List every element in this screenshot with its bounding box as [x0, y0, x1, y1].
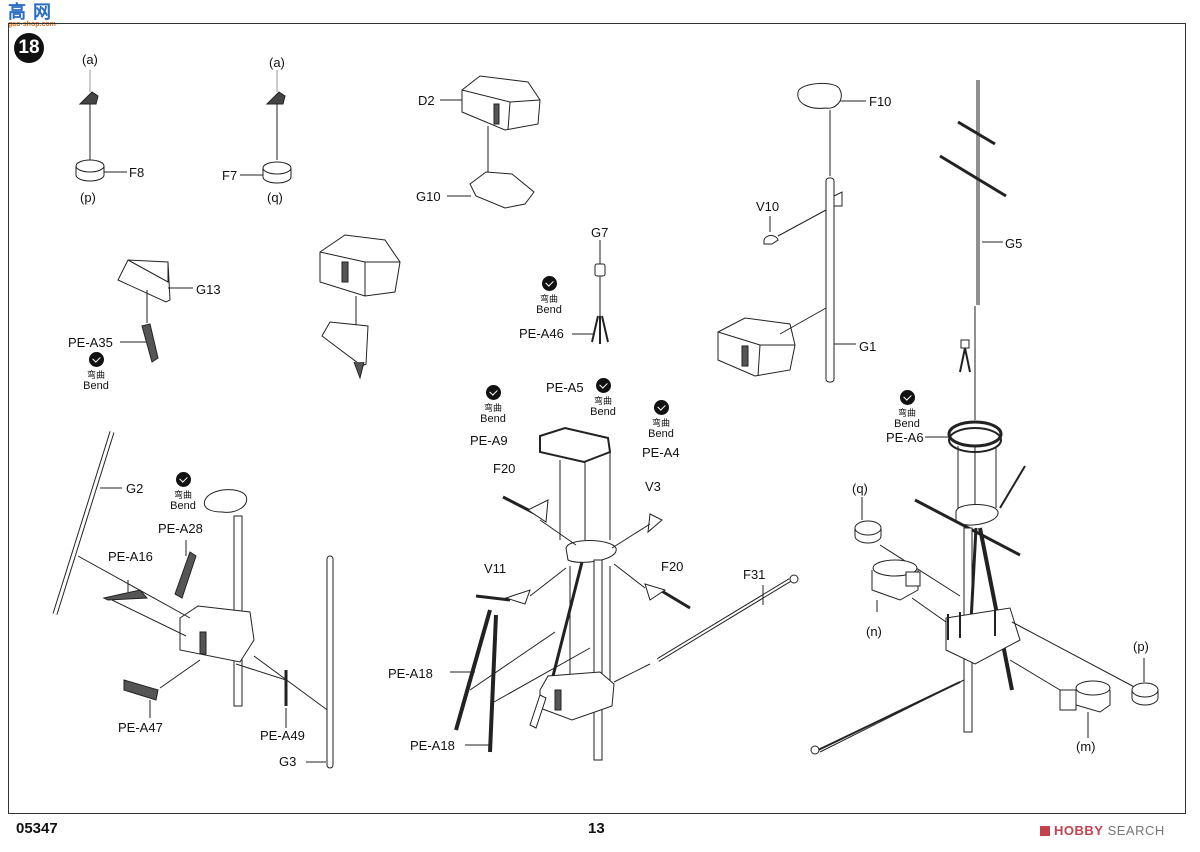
label-v3: V3: [645, 479, 661, 494]
sub-assembly-q-f7: [240, 70, 292, 184]
bend-note-pe-a6: 弯曲 Bend: [882, 390, 932, 430]
bend-check-icon: [88, 352, 104, 367]
bend-note-zh: 弯曲: [593, 396, 612, 406]
label-pe-a18-lower: PE-A18: [410, 738, 455, 753]
label-d2: D2: [418, 93, 435, 108]
label-v11: V11: [484, 561, 507, 576]
label-g7: G7: [591, 225, 609, 240]
label-n: (n): [866, 624, 882, 639]
label-pe-a6: PE-A6: [886, 430, 924, 445]
label-q-left: (q): [267, 190, 283, 205]
brand-mark: HOBBY: [1054, 823, 1104, 838]
label-pe-a35: PE-A35: [68, 335, 113, 350]
bend-note-zh: 弯曲: [651, 418, 670, 428]
bend-note-pe-a4: 弯曲 Bend: [636, 400, 686, 440]
brand-watermark: HOBBY SEARCH: [1040, 823, 1165, 838]
label-g13: G13: [196, 282, 221, 297]
label-q-right: (q): [852, 481, 868, 496]
bend-check-icon: [653, 400, 669, 415]
watermark-logo: 高 网 gao-shop.com: [8, 3, 70, 35]
label-g2: G2: [126, 481, 144, 496]
bend-note-pe-a35: 弯曲 Bend: [71, 352, 121, 392]
bend-note-zh: 弯曲: [86, 370, 105, 380]
part-center-tripod: [450, 426, 799, 761]
sub-assembly-n: [871, 559, 921, 612]
part-g1-mast: [763, 83, 866, 383]
label-pe-a9: PE-A9: [470, 433, 508, 448]
bend-note-zh: 弯曲: [483, 403, 502, 413]
label-m: (m): [1076, 739, 1096, 754]
bend-note-zh: 弯曲: [173, 490, 192, 500]
brand-rest: SEARCH: [1103, 823, 1165, 838]
bend-note-pe-a46: 弯曲 Bend: [524, 276, 574, 316]
part-g7-pe-a46: [572, 240, 609, 344]
label-f20-upper: F20: [493, 461, 516, 476]
part-box-wedge-assembly: [319, 234, 401, 380]
bend-check-icon: [899, 390, 915, 405]
label-g5: G5: [1005, 236, 1023, 251]
product-code: 05347: [16, 820, 58, 837]
label-f10: F10: [869, 94, 892, 109]
label-g1: G1: [859, 339, 877, 354]
bend-check-icon: [595, 378, 611, 393]
sub-assembly-p-f8: [75, 70, 127, 182]
label-a-right: (a): [269, 55, 285, 70]
bend-note-en: Bend: [894, 418, 920, 430]
sub-assembly-q-installed: [854, 497, 882, 544]
bend-note-en: Bend: [170, 500, 196, 512]
label-pe-a18-upper: PE-A18: [388, 666, 433, 681]
bend-note-en: Bend: [480, 413, 506, 425]
label-g10: G10: [416, 189, 441, 204]
label-pe-a46: PE-A46: [519, 326, 564, 341]
bend-note-en: Bend: [590, 406, 616, 418]
bend-note-zh: 弯曲: [897, 408, 916, 418]
bend-check-icon: [175, 472, 191, 487]
part-g5-topmast: [925, 80, 1007, 508]
bend-note-pe-a5: 弯曲 Bend: [578, 378, 628, 418]
label-f8: F8: [129, 165, 145, 180]
label-v10: V10: [756, 199, 780, 214]
watermark-url: gao-shop.com: [8, 21, 56, 28]
label-a-left: (a): [82, 52, 98, 67]
label-f31: F31: [743, 567, 766, 582]
bend-check-icon: [485, 385, 501, 400]
label-pe-a47: PE-A47: [118, 720, 163, 735]
watermark-title: 高 网: [8, 2, 53, 22]
label-pe-a5: PE-A5: [546, 380, 584, 395]
label-p-left: (p): [80, 190, 96, 205]
part-g13-assembly: [117, 259, 193, 363]
bend-note-en: Bend: [83, 380, 109, 392]
bend-note-pe-a28: 弯曲 Bend: [158, 472, 208, 512]
brand-logo-icon: [1040, 826, 1050, 836]
label-pe-a4: PE-A4: [642, 445, 680, 460]
label-f7: F7: [222, 168, 238, 183]
bend-note-zh: 弯曲: [539, 294, 558, 304]
label-pe-a28: PE-A28: [158, 521, 203, 536]
part-main-tower: [810, 465, 1141, 755]
sub-assembly-m: [1059, 680, 1111, 738]
label-f20-lower: F20: [661, 559, 684, 574]
label-pe-a49: PE-A49: [260, 728, 305, 743]
instruction-frame: [8, 23, 1186, 814]
label-g3: G3: [279, 754, 297, 769]
part-box-g1: [717, 307, 827, 377]
bend-note-pe-a9: 弯曲 Bend: [468, 385, 518, 425]
bend-note-en: Bend: [648, 428, 674, 440]
label-pe-a16: PE-A16: [108, 549, 153, 564]
part-left-mast-assembly: [52, 431, 334, 769]
page-number: 13: [588, 820, 605, 837]
step-number-badge: 18: [14, 33, 44, 63]
part-d2-g10: [440, 75, 541, 209]
bend-check-icon: [541, 276, 557, 291]
label-p-right: (p): [1133, 639, 1149, 654]
sub-assembly-p-installed: [1131, 658, 1159, 706]
bend-note-en: Bend: [536, 304, 562, 316]
